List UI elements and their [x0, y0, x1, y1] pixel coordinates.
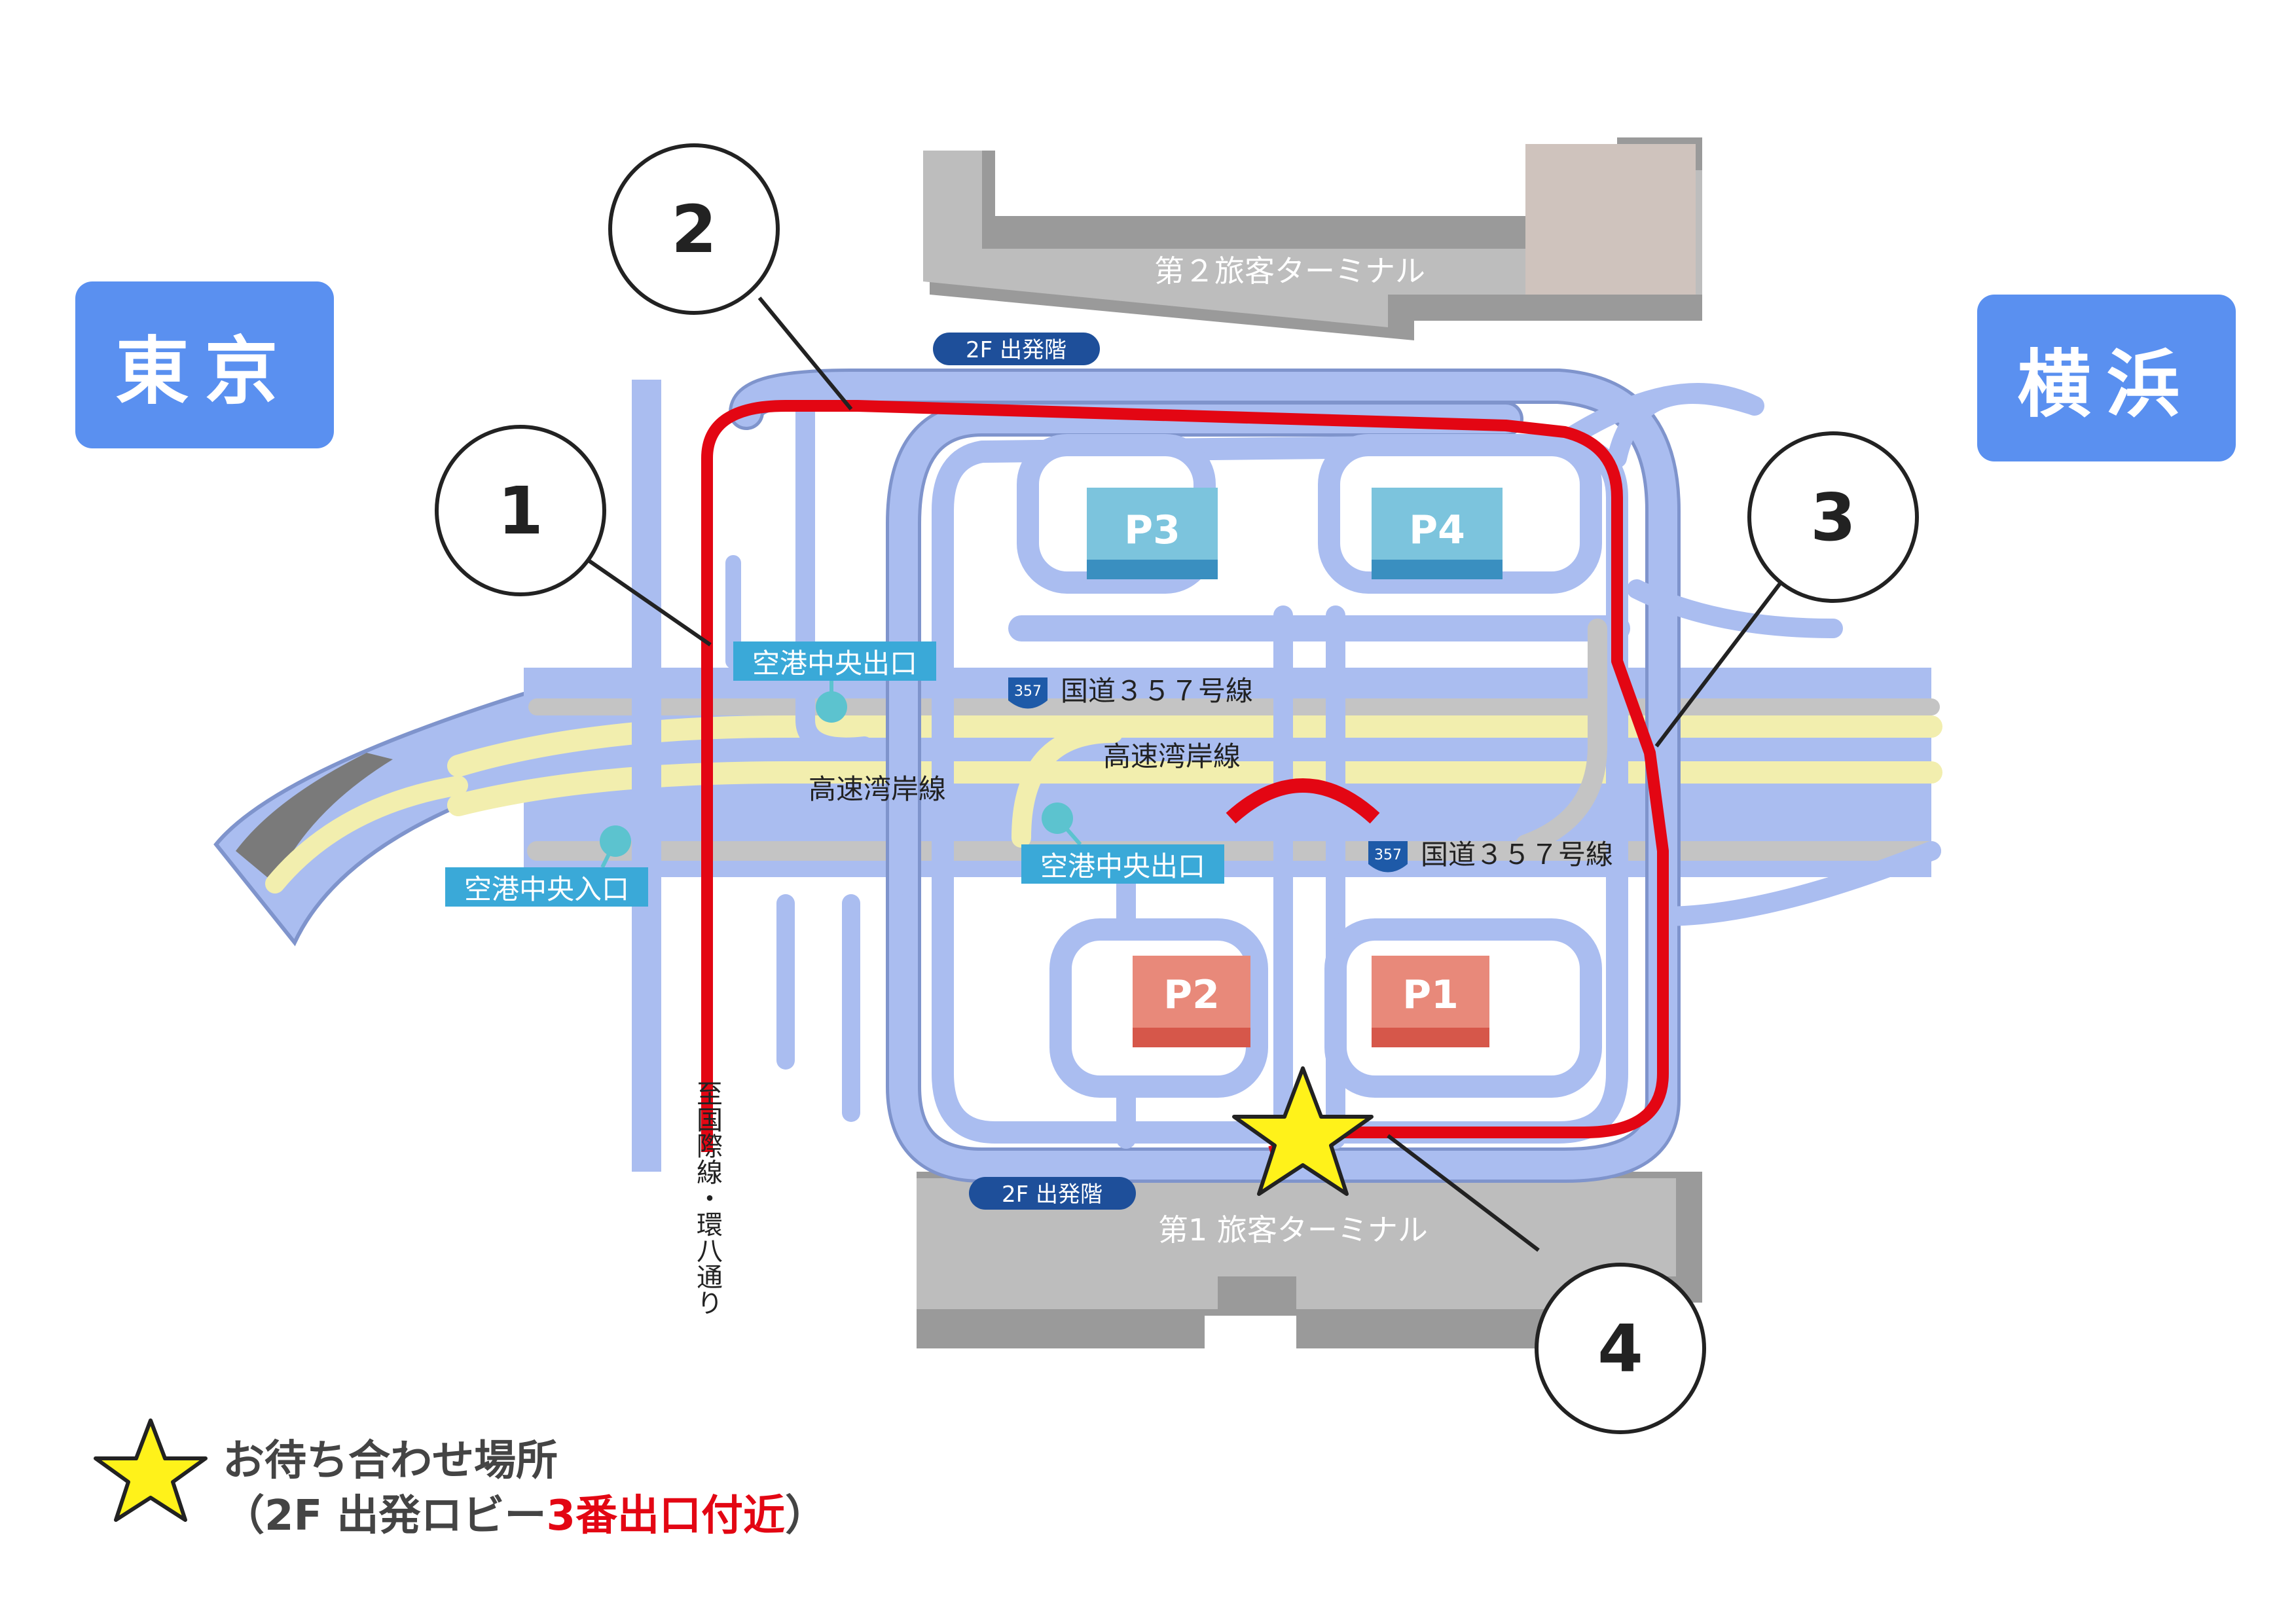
- meeting-point-legend: お待ち合わせ場所 （2F 出発ロビー3番出口付近）: [223, 1434, 827, 1543]
- parking-p2-label: P2: [1163, 972, 1220, 1018]
- left-vertical-road: [632, 380, 661, 1172]
- route-marker-1-label: 1: [498, 473, 543, 549]
- legend-exit-text: 3番出口付近: [546, 1492, 786, 1540]
- departure-badge-bottom: 2F 出発階: [969, 1177, 1136, 1210]
- parking-p2: P2: [1049, 918, 1268, 1098]
- terminal-1-label: 第1 旅客ターミナル: [1158, 1212, 1428, 1248]
- exit-airport-center-2: 空港中央出口: [1021, 803, 1224, 884]
- parking-p4-label: P4: [1409, 507, 1465, 553]
- callout-lines: [581, 297, 1783, 1252]
- route-shield-2: 357: [1374, 847, 1402, 863]
- route-marker-1: 1: [435, 425, 606, 596]
- route-shield-1: 357: [1014, 683, 1042, 700]
- to-international-label: 至国際線・環八通り: [692, 1080, 722, 1316]
- expressway-band: [265, 668, 1942, 893]
- parking-p3-label: P3: [1124, 507, 1180, 553]
- route-357-label-2: 357 国道３５７号線: [1368, 839, 1613, 873]
- parking-p1-label: P1: [1402, 972, 1459, 1018]
- terminal-2-building: 第２旅客ターミナル: [923, 137, 1702, 340]
- route-marker-4-label: 4: [1597, 1310, 1643, 1387]
- departure-badge-bottom-label: 2F 出発階: [1002, 1182, 1102, 1208]
- bayshore-label-2: 高速湾岸線: [1103, 740, 1241, 772]
- route-marker-3-label: 3: [1810, 479, 1856, 556]
- city-yokohama: 横浜: [1977, 295, 2236, 461]
- route-marker-2: 2: [608, 143, 780, 315]
- parking-p4: P4: [1318, 434, 1602, 594]
- national-route-label-2: 国道３５７号線: [1421, 839, 1613, 871]
- exit-label-1: 空港中央出口: [752, 647, 917, 679]
- route-marker-3: 3: [1747, 431, 1919, 603]
- departure-badge-top-label: 2F 出発階: [966, 337, 1066, 363]
- exit-label-2: 空港中央出口: [1040, 850, 1205, 882]
- route-357-label-1: 357 国道３５７号線: [1008, 675, 1253, 709]
- departure-badge-top: 2F 出発階: [933, 333, 1100, 365]
- entrance-airport-center: 空港中央入口: [445, 825, 648, 907]
- route-marker-4: 4: [1535, 1263, 1706, 1434]
- to-international-bg: [693, 1168, 721, 1443]
- exit-airport-center-1: 空港中央出口: [733, 641, 936, 723]
- legend-open-paren: （: [223, 1492, 264, 1540]
- legend-close-paren: ）: [785, 1492, 828, 1540]
- parking-p3: P3: [1017, 434, 1218, 594]
- recommended-route: [701, 400, 1669, 1158]
- entrance-label: 空港中央入口: [464, 873, 629, 905]
- overpass-arc: [1226, 778, 1380, 824]
- meeting-point-star-icon: [1232, 1066, 1374, 1196]
- legend-floor-text: 2F 出発ロビー: [264, 1492, 547, 1540]
- legend-star-icon: [94, 1418, 208, 1522]
- national-route-label-1: 国道３５７号線: [1061, 675, 1253, 707]
- legend-title: お待ち合わせ場所: [223, 1437, 558, 1485]
- terminal-2-label: 第２旅客ターミナル: [1154, 253, 1425, 289]
- parking-p1: P1: [1324, 918, 1602, 1098]
- route-marker-2-label: 2: [671, 191, 717, 268]
- bayshore-label-1: 高速湾岸線: [809, 773, 946, 805]
- legend-detail: （2F 出発ロビー3番出口付近）: [223, 1489, 827, 1543]
- city-tokyo: 東京: [75, 281, 334, 448]
